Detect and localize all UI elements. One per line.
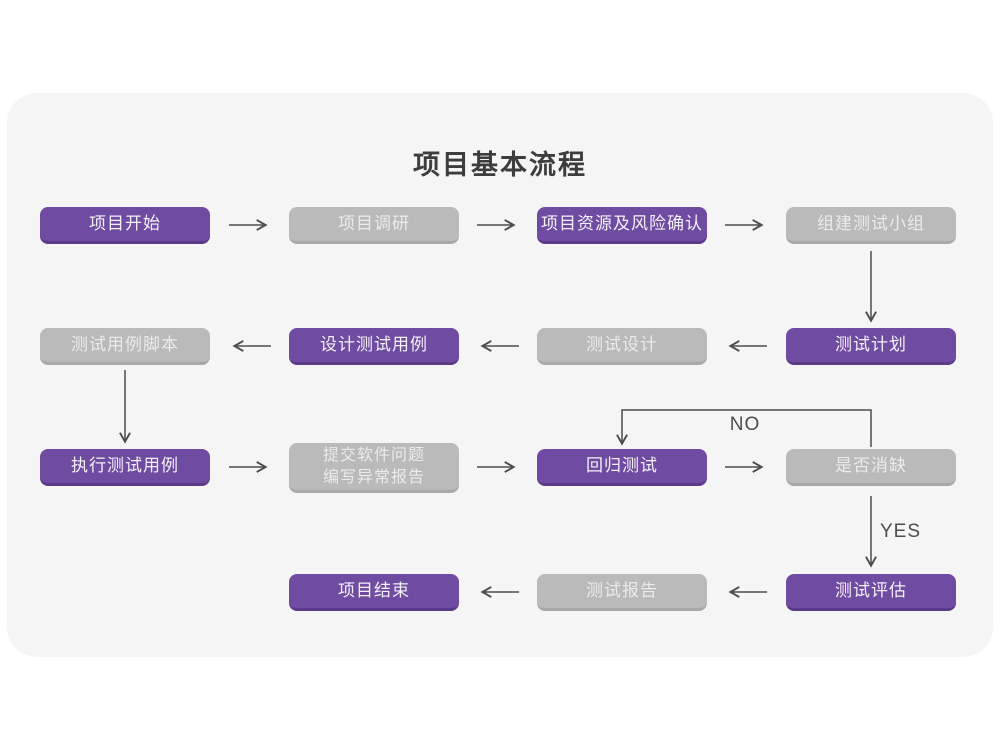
edge-label-yes: YES <box>880 521 922 542</box>
node-test-evaluation: 测试评估 <box>786 574 956 611</box>
node-test-case-script: 测试用例脚本 <box>40 328 210 365</box>
node-project-start: 项目开始 <box>40 207 210 244</box>
page-title: 项目基本流程 <box>413 150 587 180</box>
node-test-design: 测试设计 <box>537 328 707 365</box>
node-label: 项目资源及风险确认 <box>541 213 703 233</box>
node-label: 测试评估 <box>835 580 907 600</box>
node-label: 执行测试用例 <box>71 455 179 475</box>
node-execute-test-case: 执行测试用例 <box>40 449 210 486</box>
node-design-test-case: 设计测试用例 <box>289 328 459 365</box>
node-label: 项目结束 <box>338 580 410 600</box>
node-label: 测试计划 <box>835 334 907 354</box>
node-test-plan: 测试计划 <box>786 328 956 365</box>
node-label: 测试用例脚本 <box>71 334 179 354</box>
node-resource-risk-confirm: 项目资源及风险确认 <box>537 207 707 244</box>
node-project-research: 项目调研 <box>289 207 459 244</box>
node-label: 是否消缺 <box>835 455 907 475</box>
node-label: 测试设计 <box>586 334 658 354</box>
flowchart-card <box>7 93 993 657</box>
node-build-test-team: 组建测试小组 <box>786 207 956 244</box>
node-defect-cleared: 是否消缺 <box>786 449 956 486</box>
node-label: 项目调研 <box>338 213 410 233</box>
node-label: 项目开始 <box>89 213 161 233</box>
node-label: 测试报告 <box>586 580 658 600</box>
edge-label-no: NO <box>729 414 761 435</box>
node-label: 设计测试用例 <box>320 334 428 354</box>
node-test-report: 测试报告 <box>537 574 707 611</box>
node-project-end: 项目结束 <box>289 574 459 611</box>
node-label: 组建测试小组 <box>817 213 925 233</box>
node-label: 回归测试 <box>586 455 658 475</box>
node-label: 提交软件问题 编写异常报告 <box>322 446 425 486</box>
node-regression-test: 回归测试 <box>537 449 707 486</box>
node-submit-issue-report: 提交软件问题 编写异常报告 <box>289 443 459 493</box>
